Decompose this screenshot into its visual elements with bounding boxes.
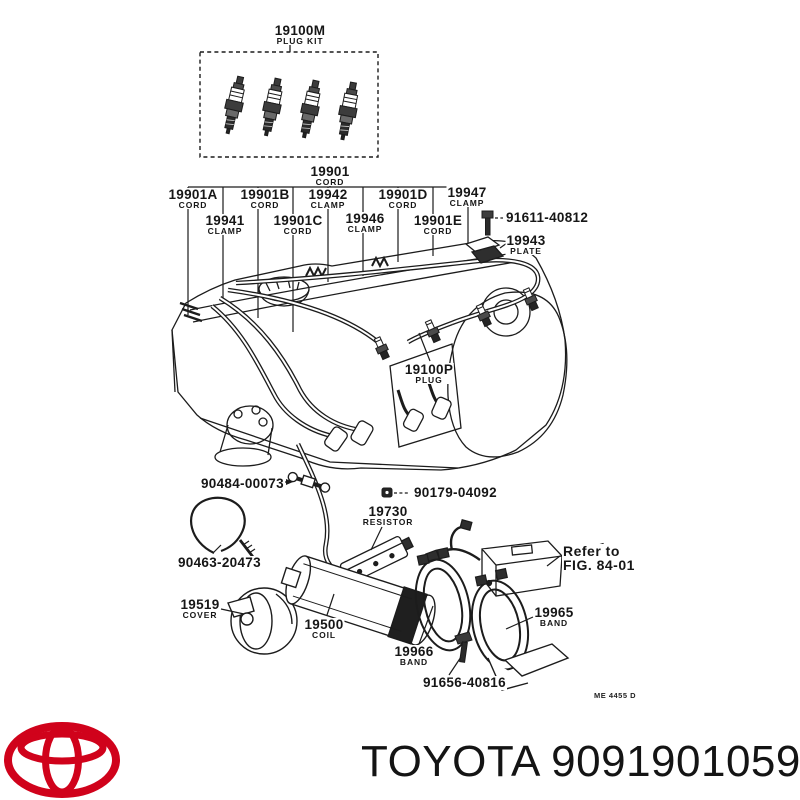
label-cord-b: 19901B CORD [239,187,291,210]
label-refer-fig: Refer to FIG. 84-01 [562,544,636,573]
label-bolt-91656: 91656-40816 [422,676,507,690]
part-number: 19901D [378,187,428,202]
footer-part-title: TOYOTA 9091901059 [361,737,800,787]
part-number: 19100M [274,23,326,38]
part-caption: CLAMP [207,225,243,236]
part-caption: CORD [283,225,313,236]
bracket-90484-part [287,471,331,493]
part-number: 91656-40816 [423,675,506,690]
part-caption: CORD [388,199,418,210]
part-caption: CORD [250,199,280,210]
spark-plug-2 [257,76,287,138]
label-cover-19519: 19519 COVER [179,597,221,620]
part-caption: CLAMP [310,199,346,210]
spark-plug-1 [218,74,250,136]
part-caption: COVER [182,609,218,620]
part-number: 19901E [413,213,463,228]
label-tie-90463: 90463-20473 [177,556,262,570]
label-cord-a: 19901A CORD [167,187,219,210]
part-caption: CORD [315,176,345,187]
part-number: 19519 [180,597,220,612]
part-number: 19730 [368,504,408,519]
part-number: 19942 [308,187,348,202]
arrowhead [286,479,293,485]
part-caption: CORD [178,199,208,210]
drawing-code: ME 4455 D [594,691,637,700]
part-caption: BAND [399,656,429,667]
label-band-19965: 19965 BAND [533,605,575,628]
part-number: 19946 [345,211,385,226]
label-resistor-19730: 19730 RESISTOR [361,504,415,527]
part-number: 19943 [506,233,546,248]
part-number: 19941 [205,213,245,228]
part-number: 90179-04092 [414,485,497,500]
brand-name: TOYOTA [361,737,539,786]
part-number: 19965 [534,605,574,620]
spark-plug-4 [333,80,363,142]
label-cord-e: 19901E CORD [412,213,464,236]
part-caption: COIL [312,629,336,640]
label-plate-19943: 19943 PLATE [505,233,547,256]
refer-line2: FIG. 84-01 [563,557,635,574]
part-number: 19947 [447,185,487,200]
part-number: 90463-20473 [178,555,261,570]
part-caption: BAND [539,617,569,628]
part-number: 19901B [240,187,290,202]
part-caption: PLATE [510,245,542,256]
part-number: 90484-00073 [201,476,284,491]
plate-19943-part [464,236,505,264]
label-clamp-19942: 19942 CLAMP [307,187,349,210]
label-cord-d: 19901D CORD [377,187,429,210]
label-plug-kit: 19100M PLUG KIT [273,23,327,46]
part-number: 19966 [394,644,434,659]
band-19966-part [414,547,472,652]
part-number: 91611-40812 [506,210,589,225]
spark-plug-3 [295,78,325,140]
part-caption: CLAMP [449,197,485,208]
part-caption: PLUG KIT [276,35,324,46]
label-clamp-19941: 19941 CLAMP [204,213,246,236]
label-plug-19100p: 19100P PLUG [403,362,455,385]
plug-kit-box [199,43,379,158]
bolt-91611-part [481,210,494,236]
part-caption: PLUG [415,374,443,385]
label-clamp-19947: 19947 CLAMP [446,185,488,208]
cable-tie-90463-part [190,496,256,558]
label-clamp-19946: 19946 CLAMP [344,211,386,234]
label-cord-main: 19901 CORD [309,164,351,187]
cover-19519-part [227,587,298,655]
label-nut-90179: 90179-04092 [413,486,498,500]
nut-90179-part [381,487,393,498]
part-caption: RESISTOR [362,516,414,527]
part-number: 19901C [273,213,323,228]
label-coil-19500: 19500 COIL [303,617,345,640]
coil-19500-part [280,555,436,646]
part-number: 19901 [310,164,350,179]
label-bolt-91611: 91611-40812 [505,210,590,225]
part-number: 19500 [304,617,344,632]
bolt-91656-part [454,631,473,663]
label-cord-c: 19901C CORD [272,213,324,236]
refer-line1: Refer to [563,543,620,559]
toyota-logo-icon [4,722,120,798]
part-caption: CLAMP [347,223,383,234]
diagram-art [171,43,606,691]
footer-part-number: 9091901059 [551,737,800,786]
label-band-19966: 19966 BAND [393,644,435,667]
label-bracket-90484: 90484-00073 [200,477,285,491]
part-number: 19901A [168,187,218,202]
part-number: 19100P [404,362,454,377]
part-caption: CORD [423,225,453,236]
